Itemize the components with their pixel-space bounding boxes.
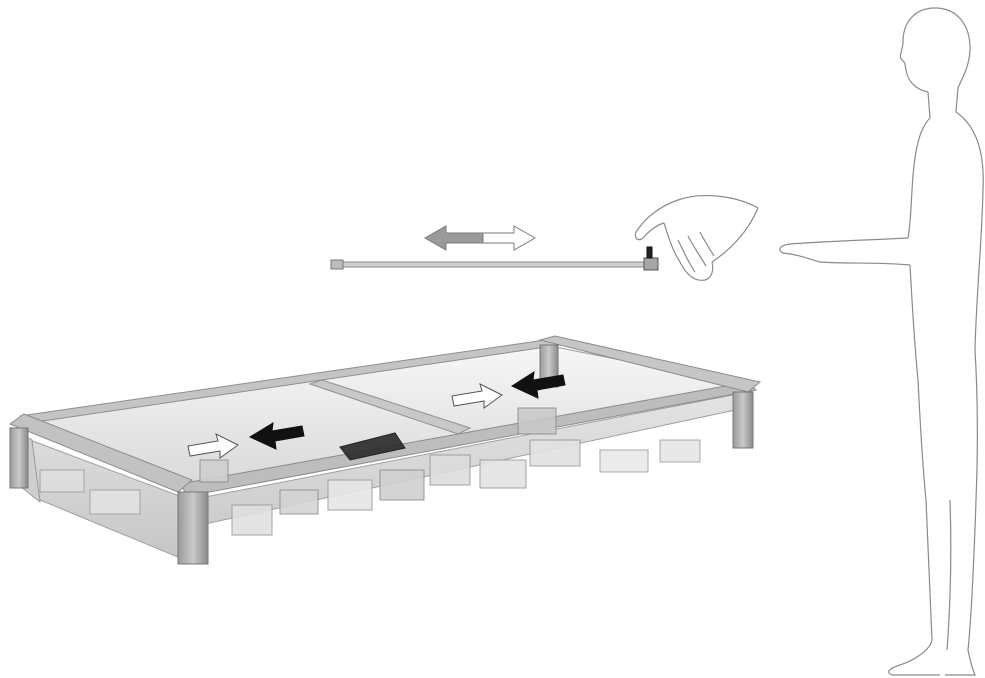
freezer-post-front-left: [177, 491, 209, 565]
handle-bar-icon: [330, 246, 659, 271]
white-arrow-icon: [187, 433, 239, 459]
freezer-post-back-left: [9, 427, 29, 489]
white-arrow-icon: [451, 383, 503, 409]
freezer-icon: [8, 335, 762, 565]
freezer-middle-rail: [308, 379, 472, 435]
freezer-goods: [39, 407, 701, 536]
freezer-arrow-right-pair: [451, 371, 566, 409]
person-outline-icon: [779, 7, 984, 676]
freezer-arrow-left-pair: [187, 422, 305, 459]
hand-icon: [634, 195, 759, 281]
freezer-post-front-right: [732, 391, 754, 449]
black-arrow-icon: [510, 371, 566, 399]
freezer-left-rail: [8, 413, 193, 493]
black-arrow-icon: [248, 422, 305, 450]
freezer-right-rail: [538, 335, 762, 393]
double-arrow-icon: [423, 225, 537, 251]
